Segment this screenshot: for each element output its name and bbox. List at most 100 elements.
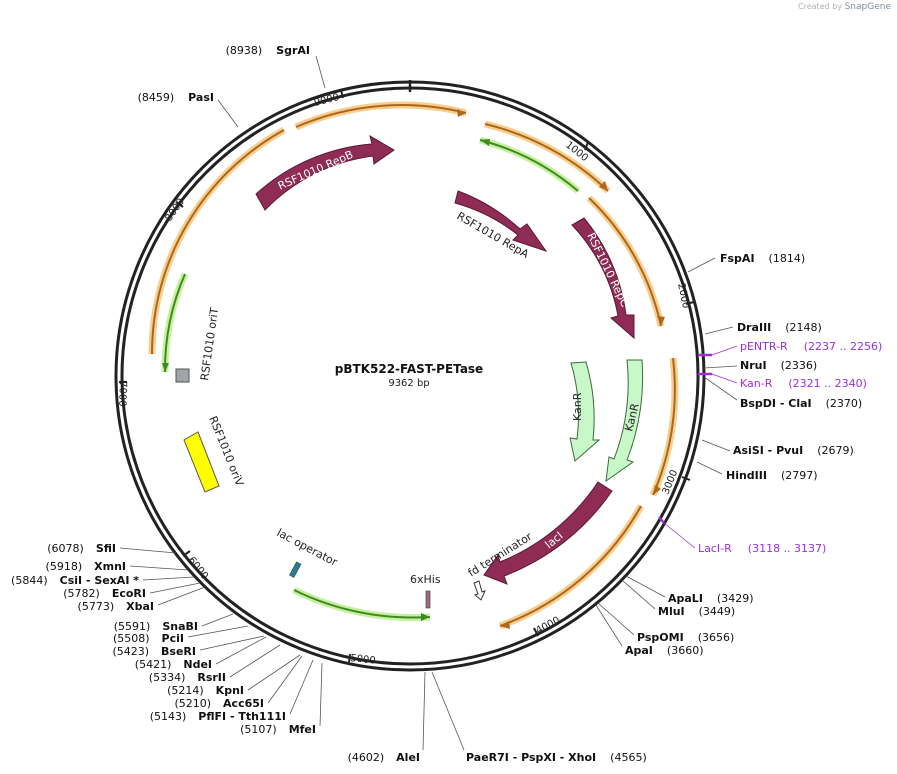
- svg-text:(5591)SnaBI: (5591)SnaBI: [114, 620, 198, 633]
- site-name: CsiI - SexAI *: [60, 574, 140, 587]
- site-pos: (4602): [348, 751, 385, 764]
- site-name: HindIII: [726, 469, 767, 482]
- feature-rsf1010-repa[interactable]: RSF1010 RepA: [454, 190, 548, 261]
- site-ecori[interactable]: (5782)EcoRI: [63, 582, 201, 600]
- site-paer7i-pspxi-xhoi[interactable]: PaeR7I - PspXI - XhoI (4565): [431, 671, 647, 764]
- svg-text:(8938)SgrAI: (8938) SgrAI: [226, 44, 310, 57]
- site-pos: (4565): [610, 751, 647, 764]
- site-pos: (2336): [781, 359, 818, 372]
- site-hindiii[interactable]: HindIII(2797): [696, 461, 818, 482]
- site-bspdi-clai[interactable]: BspDI - ClaI(2370): [703, 376, 862, 410]
- site-xmni[interactable]: (5918)XmnI: [46, 560, 189, 573]
- site-name: BseRI: [161, 645, 196, 658]
- site-pos: (5423): [112, 645, 149, 658]
- site-ndei[interactable]: (5421)NdeI: [135, 636, 267, 671]
- svg-text:LacI-R(3118 .. 3137): LacI-R (3118 .. 3137): [698, 542, 826, 555]
- svg-text:(5508)PciI: (5508)PciI: [113, 632, 184, 645]
- site-nrui[interactable]: NruI(2336): [703, 359, 818, 372]
- primer-pos: (3118 .. 3137): [748, 542, 827, 555]
- primer-name: pENTR-R: [740, 340, 788, 353]
- site-pos: (5508): [113, 632, 150, 645]
- tick-5000[interactable]: 5000: [348, 653, 376, 667]
- feature-rsf1010-orit[interactable]: RSF1010 oriT: [175, 307, 221, 383]
- site-acc65i[interactable]: (5210)Acc65I: [174, 655, 303, 710]
- svg-text:(5421)NdeI: (5421)NdeI: [135, 658, 212, 671]
- 6xhis-box: [425, 590, 431, 609]
- svg-text:ApaLI(3429): ApaLI(3429): [668, 592, 754, 605]
- site-pos: (3656): [698, 631, 735, 644]
- svg-text:BspDI - ClaI(2370): BspDI - ClaI(2370): [740, 397, 862, 410]
- lac-operator-box: [289, 561, 302, 578]
- svg-text:(4602)AleI: (4602)AleI: [348, 751, 420, 764]
- kanr1-label: KanR: [571, 392, 584, 421]
- site-sfii[interactable]: (6078)SfiI: [47, 542, 177, 555]
- svg-text:PspOMI(3656): PspOMI(3656): [637, 631, 734, 644]
- site-pos: (5214): [167, 684, 204, 697]
- site-csii-sexai[interactable]: (5844)CsiI - SexAI *: [11, 574, 195, 587]
- site-alei[interactable]: (4602)AleI: [348, 671, 426, 764]
- orit-box: [175, 368, 190, 383]
- site-name: XbaI: [126, 600, 154, 613]
- oriv-box: [183, 431, 220, 493]
- green-arc-left[interactable]: [161, 272, 189, 373]
- feature-laci[interactable]: lacI: [483, 481, 613, 585]
- site-mlui[interactable]: MluI(3449): [621, 579, 735, 618]
- site-draiii[interactable]: DraIII(2148): [704, 321, 822, 335]
- svg-text:(5918)XmnI: (5918)XmnI: [46, 560, 126, 573]
- site-name: MluI: [658, 605, 685, 618]
- site-sgrai[interactable]: (8938) SgrAI: [226, 44, 326, 89]
- site-name: SgrAI: [276, 44, 310, 57]
- orf-arc-right-upper[interactable]: [484, 120, 611, 194]
- site-pos: (2148): [785, 321, 822, 334]
- site-pspomi[interactable]: PspOMI(3656): [597, 602, 734, 644]
- site-name: PasI: [188, 91, 214, 104]
- site-rsrii[interactable]: (5334)RsrII: [149, 644, 281, 684]
- tick-7000[interactable]: 7000: [116, 381, 128, 407]
- svg-text:AsiSI - PvuI(2679): AsiSI - PvuI(2679): [733, 444, 854, 457]
- tick-2000[interactable]: 2000: [675, 282, 695, 310]
- site-name: PaeR7I - PspXI - XhoI: [466, 751, 596, 764]
- feature-kanr-1[interactable]: KanR: [569, 361, 601, 462]
- site-pcii[interactable]: (5508)PciI: [113, 625, 249, 645]
- orit-label: RSF1010 oriT: [198, 307, 221, 382]
- plasmid-title: pBTK522-FAST-PETase 9362 bp: [335, 362, 483, 389]
- orf-arcs: [148, 101, 679, 630]
- site-pasi[interactable]: (8459)PasI: [138, 91, 239, 128]
- misc-green-arcs: [161, 136, 581, 622]
- created-by-text: Created by: [798, 2, 843, 11]
- site-name: ApaLI: [668, 592, 703, 605]
- site-pflfi-tth111i[interactable]: (5143)PflFI - Tth111I: [150, 659, 314, 723]
- svg-text:(5214)KpnI: (5214) KpnI: [167, 684, 244, 697]
- site-asisi-pvui[interactable]: AsiSI - PvuI(2679): [701, 439, 854, 457]
- feature-6xhis[interactable]: 6xHis: [410, 573, 441, 609]
- feature-kanr-2[interactable]: KanR: [605, 359, 644, 483]
- primer-name: LacI-R: [698, 542, 732, 555]
- tick-4000[interactable]: 4000: [533, 615, 562, 637]
- site-pos: (8938): [226, 44, 263, 57]
- plasmid-size: 9362 bp: [388, 378, 429, 389]
- primer-name: Kan-R: [740, 377, 773, 390]
- site-name: KpnI: [216, 684, 244, 697]
- site-snabi[interactable]: (5591)SnaBI: [114, 613, 234, 633]
- svg-text:Kan-R(2321 .. 2340): Kan-R(2321 .. 2340): [740, 377, 867, 390]
- primer-kan-r[interactable]: Kan-R(2321 .. 2340): [698, 372, 867, 390]
- site-mfei[interactable]: (5107)MfeI: [240, 662, 323, 736]
- site-pos: (5334): [149, 671, 186, 684]
- site-kpni[interactable]: (5214) KpnI: [167, 654, 301, 697]
- feature-rsf1010-repb[interactable]: RSF1010 RepB: [255, 134, 395, 211]
- feature-rsf1010-oriv[interactable]: RSF1010 oriV: [183, 414, 246, 493]
- site-pos: (1814): [769, 252, 806, 265]
- laci-arrow: [483, 481, 613, 585]
- site-apali[interactable]: ApaLI(3429): [625, 575, 754, 605]
- repb-arrow: [255, 134, 395, 211]
- site-pos: (2679): [817, 444, 854, 457]
- primer-laci-r[interactable]: LacI-R (3118 .. 3137): [658, 516, 826, 555]
- tick-label-7000: 7000: [116, 381, 128, 407]
- site-xbai[interactable]: (5773)XbaI: [78, 586, 206, 613]
- primer-pentr-r[interactable]: pENTR-R(2237 .. 2256): [698, 340, 882, 357]
- site-apai[interactable]: ApaI(3660): [595, 604, 703, 657]
- site-bseri[interactable]: (5423) BseRI: [112, 635, 265, 658]
- feature-lac-operator[interactable]: lac operator: [275, 526, 340, 578]
- site-fspai[interactable]: FspAI(1814): [687, 252, 806, 273]
